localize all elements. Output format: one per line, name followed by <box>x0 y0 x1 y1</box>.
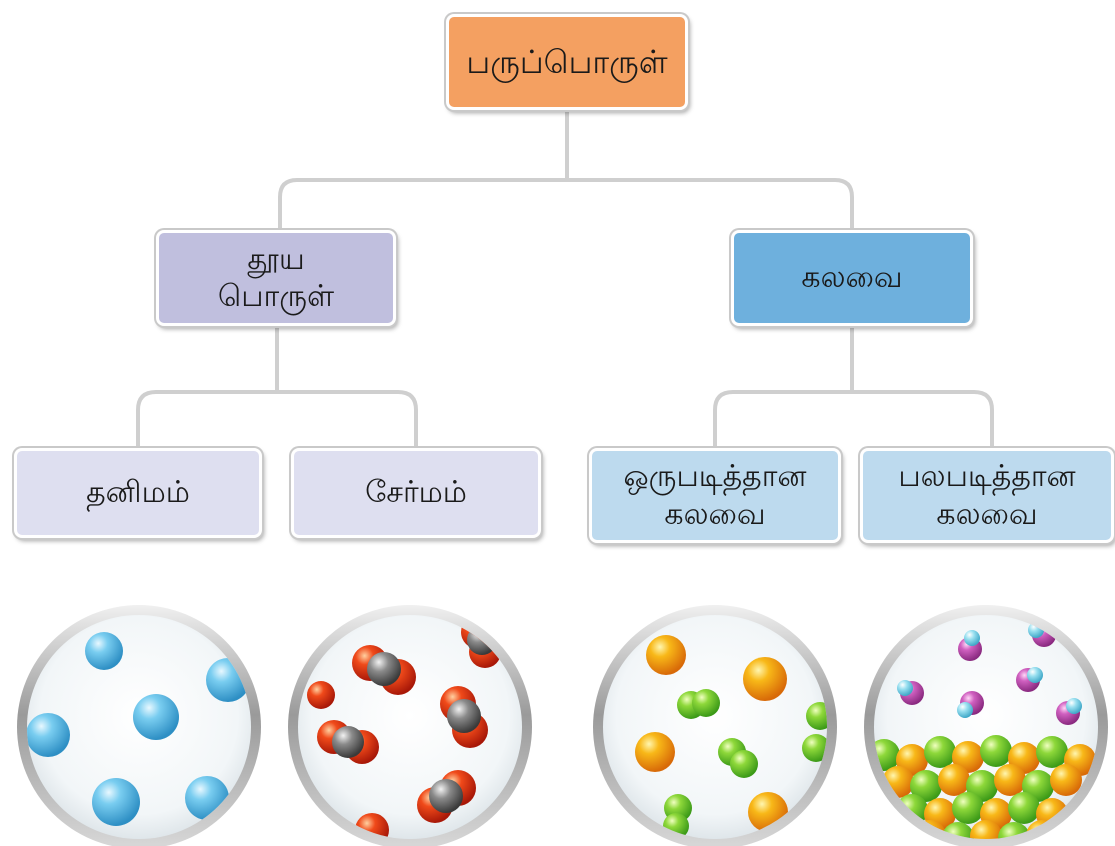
element-box: தனிமம் <box>14 448 262 538</box>
mixture-box: கலவை <box>731 230 973 326</box>
homogeneous-mixture-box: ஒருபடித்தான கலவை <box>589 448 841 543</box>
connector-pure-children <box>136 390 418 448</box>
homogeneous-particles-circle <box>593 605 837 846</box>
connector-level1 <box>278 178 854 230</box>
heterogeneous-label-line2: கலவை <box>936 496 1038 532</box>
compound-box: சேர்மம் <box>291 448 541 538</box>
pure-substance-label-line2: பொருள் <box>217 279 335 314</box>
heterogeneous-mixture-box: பலபடித்தான கலவை <box>860 448 1114 543</box>
compound-label: சேர்மம் <box>365 475 467 511</box>
heterogeneous-particles-circle <box>864 605 1108 846</box>
matter-label: பருப்பொருள் <box>466 43 668 81</box>
pure-substance-box: தூய பொருள் <box>156 230 396 326</box>
compound-particles-circle <box>288 605 532 846</box>
connector-mixture-children <box>713 390 994 448</box>
pure-substance-label-line1: தூய <box>247 241 305 277</box>
element-label: தனிமம் <box>86 475 190 511</box>
mixture-label: கலவை <box>801 260 903 296</box>
heterogeneous-label-line1: பலபடித்தான <box>898 459 1076 494</box>
homogeneous-label-line1: ஒருபடித்தான <box>623 459 807 494</box>
matter-box: பருப்பொருள் <box>446 14 688 110</box>
element-particles-circle <box>17 605 261 846</box>
homogeneous-label-line2: கலவை <box>664 496 766 532</box>
